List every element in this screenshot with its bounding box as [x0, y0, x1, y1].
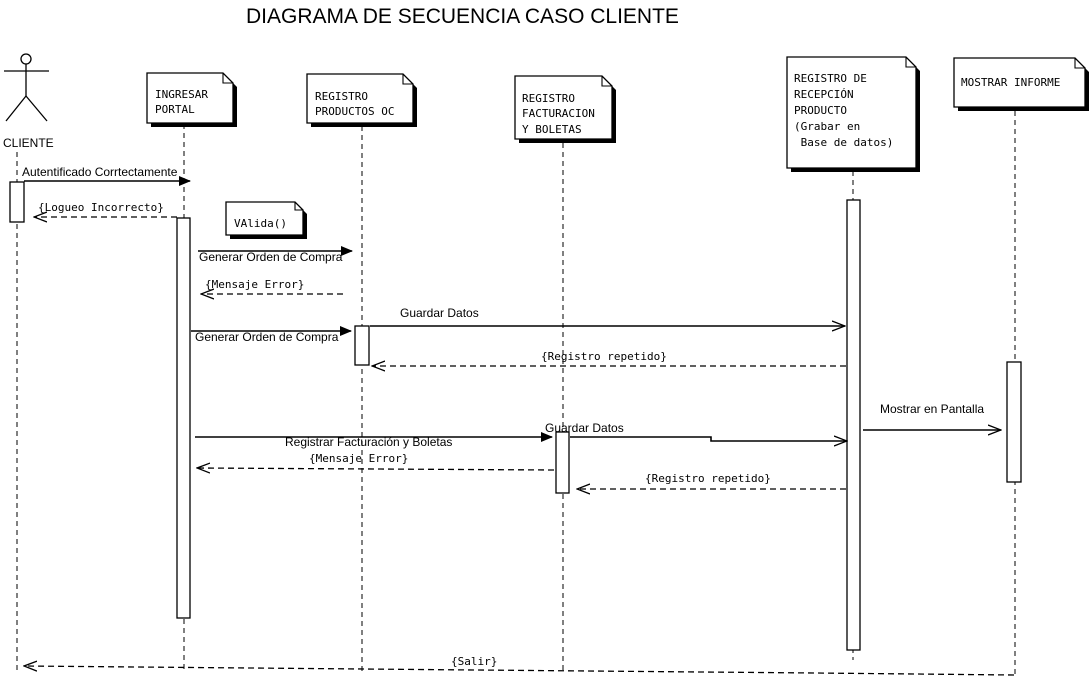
- message-label: {Registro repetido}: [645, 472, 771, 485]
- message-label: Generar Orden de Compra: [195, 330, 339, 344]
- return-arrow: [197, 468, 555, 470]
- object-registro-productos-oc: REGISTRO PRODUCTOS OC: [306, 73, 417, 127]
- object-label-line: PRODUCTOS OC: [315, 105, 394, 118]
- message-label: Guardar Datos: [545, 421, 624, 435]
- object-label-line: PORTAL: [155, 103, 195, 116]
- message-label: {Mensaje Error}: [205, 278, 304, 291]
- object-ingresar-portal: INGRESAR PORTAL: [146, 72, 237, 127]
- message-arrow: [570, 437, 847, 441]
- message-label: Mostrar en Pantalla: [880, 402, 984, 416]
- message-label: {Logueo Incorrecto}: [38, 201, 164, 214]
- message-label: {Mensaje Error}: [309, 452, 408, 465]
- object-mostrar-informe: MOSTRAR INFORME: [953, 57, 1089, 111]
- object-label-line: FACTURACION: [522, 107, 595, 120]
- message-label: Registrar Facturación y Boletas: [285, 435, 452, 449]
- object-label-line: PRODUCTO: [794, 104, 847, 117]
- message-label: {Salir}: [451, 655, 497, 668]
- activation-cliente: [9, 181, 25, 223]
- message-label: {Registro repetido}: [541, 350, 667, 363]
- object-label-line: (Grabar en: [794, 120, 860, 133]
- object-label-line: Y BOLETAS: [522, 123, 582, 136]
- object-label-line: MOSTRAR INFORME: [961, 76, 1060, 89]
- object-registro-recepcion: REGISTRO DE RECEPCIÓN PRODUCTO (Grabar e…: [786, 56, 920, 172]
- activation-facturacion: [555, 431, 570, 494]
- note-valida: VAlida(): [225, 201, 307, 239]
- actor-cliente: CLIENTE: [3, 53, 54, 150]
- object-label-line: REGISTRO DE: [794, 72, 867, 85]
- object-label-line: REGISTRO: [522, 92, 575, 105]
- object-label-line: REGISTRO: [315, 90, 368, 103]
- object-label-line: RECEPCIÓN: [794, 88, 854, 101]
- actor-label: CLIENTE: [3, 136, 54, 150]
- return-arrow: [24, 666, 1015, 676]
- message-label: Generar Orden de Compra: [199, 250, 343, 264]
- activation-registro-oc: [354, 325, 370, 366]
- actor-head: [20, 53, 32, 65]
- note-text: VAlida(): [234, 217, 287, 230]
- activation-ingresar-portal: [176, 217, 191, 619]
- object-label-line: Base de datos): [794, 136, 893, 149]
- activation-mostrar-informe: [1006, 361, 1022, 483]
- message-label: Guardar Datos: [400, 306, 479, 320]
- message-label: Autentificado Corrtectamente: [22, 165, 178, 179]
- object-label-line: INGRESAR: [155, 88, 208, 101]
- object-registro-facturacion: REGISTRO FACTURACION Y BOLETAS: [514, 75, 616, 143]
- activation-recepcion: [846, 199, 861, 651]
- diagram-title: DIAGRAMA DE SECUENCIA CASO CLIENTE: [246, 5, 679, 28]
